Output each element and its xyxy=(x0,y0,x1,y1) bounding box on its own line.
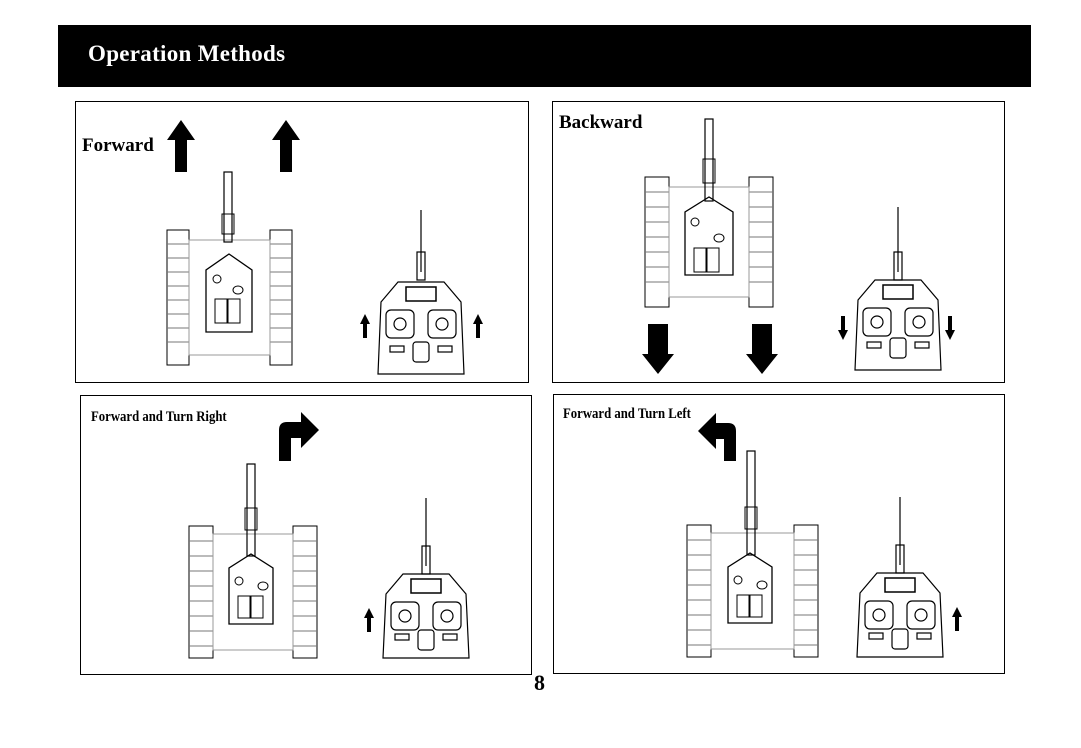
turn-right-tank-diagram xyxy=(81,396,533,676)
panel-label-turn-right: Forward and Turn Right xyxy=(91,409,227,426)
panel-backward: Backward xyxy=(552,101,1005,383)
backward-tank-diagram xyxy=(553,102,1006,384)
panel-label-backward: Backward xyxy=(559,112,642,134)
panel-forward: Forward xyxy=(75,101,529,383)
page-title: Operation Methods xyxy=(88,41,285,67)
panel-label-turn-left: Forward and Turn Left xyxy=(563,406,691,423)
panel-turn-right: Forward and Turn Right xyxy=(80,395,532,675)
header-bar: Operation Methods xyxy=(58,25,1031,87)
page-number: 8 xyxy=(534,670,545,696)
turn-left-tank-diagram xyxy=(554,395,1006,675)
panel-label-forward: Forward xyxy=(82,135,154,157)
panel-turn-left: Forward and Turn Left xyxy=(553,394,1005,674)
